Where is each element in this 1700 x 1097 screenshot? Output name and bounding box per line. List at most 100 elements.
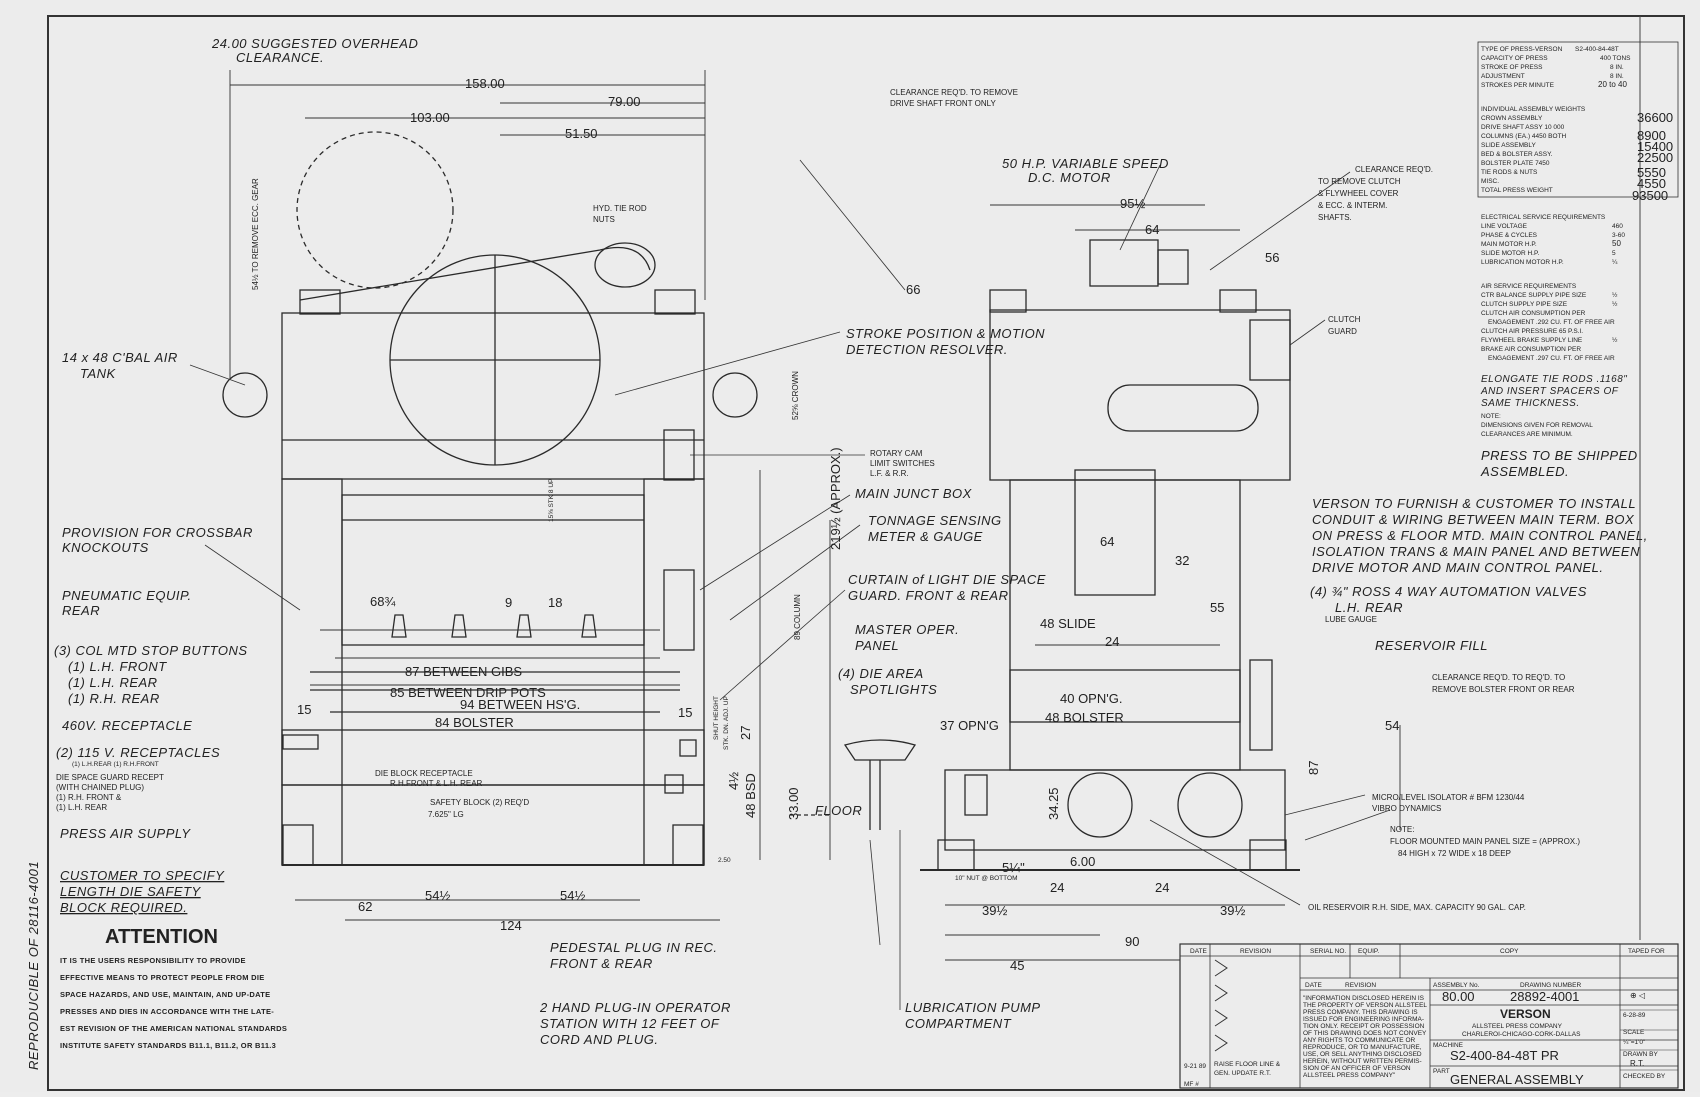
rotary-cam-label-3: L.F. & R.R. <box>870 469 909 478</box>
pedestal-label-2: FRONT & REAR <box>550 956 653 971</box>
dim-56: 56 <box>1265 250 1279 265</box>
dim-shut-height-2: STK. DN. ADJ. UP <box>723 696 730 750</box>
tb-revision-label: REVISION <box>1240 948 1271 955</box>
crossbar-label: PROVISION FOR CROSSBAR <box>62 525 253 540</box>
hyd-tie-rod-label-2: NUTS <box>593 215 615 224</box>
spec-note-2: DIMENSIONS GIVEN FOR REMOVAL <box>1481 422 1593 429</box>
pneumatic-label-2: REAR <box>62 603 100 618</box>
two-hand-label: 2 HAND PLUG-IN OPERATOR <box>539 1000 731 1015</box>
dim-45: 45 <box>1010 958 1024 973</box>
air-title: AIR SERVICE REQUIREMENTS <box>1481 283 1577 290</box>
main-junction-box <box>663 569 695 651</box>
spec-row-label-4: STROKES PER MINUTE <box>1481 82 1555 89</box>
verson-note-line-1: VERSON TO FURNISH & CUSTOMER TO INSTALL <box>1312 496 1636 511</box>
dim-2-50: 2.50 <box>718 857 731 864</box>
dim-bolster: 84 BOLSTER <box>435 715 514 730</box>
spec-note-3: CLEARANCES ARE MINIMUM. <box>1481 431 1573 438</box>
dim-stroke: 15⅝ STK 8 UP <box>548 479 555 522</box>
spec-row-label-3: ADJUSTMENT <box>1481 73 1525 80</box>
dim-158: 158.00 <box>465 76 505 91</box>
note-floor-label-2: FLOOR MOUNTED MAIN PANEL SIZE = (APPROX.… <box>1390 837 1580 846</box>
tb-rev-text: RAISE FLOOR LINE & <box>1214 1061 1281 1068</box>
weight-value-9: 93500 <box>1632 188 1668 203</box>
tb-company: VERSON <box>1500 1007 1551 1021</box>
air-value-1: ½ <box>1612 291 1618 299</box>
motor-label: 50 H.P. VARIABLE SPEED <box>1002 156 1169 171</box>
ross-valves-label: (4) ¾" ROSS 4 WAY AUTOMATION VALVES <box>1310 584 1587 599</box>
customer-specify-label-2: LENGTH DIE SAFETY <box>60 884 202 899</box>
oil-reservoir-port <box>1067 772 1133 838</box>
tb-mf: MF # <box>1184 1081 1199 1088</box>
dim-27: 27 <box>738 726 753 740</box>
elec-value-1: 460 <box>1612 223 1623 230</box>
spec-type-value: S2-400-84-48T <box>1575 46 1619 53</box>
note-floor-label-3: 84 HIGH x 72 WIDE x 18 DEEP <box>1398 849 1511 858</box>
tb-machine-label: MACHINE <box>1433 1042 1464 1049</box>
tb-machine: S2-400-84-48T PR <box>1450 1048 1559 1063</box>
elec-label-2: PHASE & CYCLES <box>1481 232 1538 239</box>
dim-33: 33.00 <box>786 787 801 820</box>
weight-label-6: BOLSTER PLATE 7450 <box>1481 160 1550 167</box>
stroke-resolver-label-2: DETECTION RESOLVER. <box>846 342 1008 357</box>
weights-title: INDIVIDUAL ASSEMBLY WEIGHTS <box>1481 106 1586 113</box>
attention-line-4: PRESSES AND DIES IN ACCORDANCE WITH THE … <box>60 1007 274 1016</box>
oil-reservoir-label: OIL RESERVOIR R.H. SIDE, MAX. CAPACITY 9… <box>1308 903 1526 912</box>
die-block-label-2: R.H.FRONT & L.H. REAR <box>390 779 483 788</box>
clearance-clutch-label-5: SHAFTS. <box>1318 213 1352 222</box>
dim-37-opening: 37 OPN'G <box>940 718 999 733</box>
pedestal-label: PEDESTAL PLUG IN REC. <box>550 940 718 955</box>
die-guard-recept-label: DIE SPACE GUARD RECEPT <box>56 773 164 782</box>
clearance-clutch-label-4: & ECC. & INTERM. <box>1318 201 1387 210</box>
reproducible-note: REPRODUCIBLE OF 28116-4001 <box>26 861 41 1070</box>
dim-4: 4½ <box>726 772 741 790</box>
elec-value-3: 50 <box>1612 239 1621 248</box>
dim-95: 95½ <box>1120 196 1145 211</box>
tb-assembly-label: ASSEMBLY No. <box>1433 982 1480 989</box>
weight-value-4: 15400 <box>1637 139 1673 154</box>
tb-disclaimer-2: THE PROPERTY OF VERSON ALLSTEEL <box>1303 1002 1427 1009</box>
elongate-note-3: SAME THICKNESS. <box>1481 398 1580 409</box>
clearance-drive-shaft-label-2: DRIVE SHAFT FRONT ONLY <box>890 99 996 108</box>
tb-company-3: CHARLEROI-CHICAGO-CORK-DALLAS <box>1462 1031 1581 1038</box>
safety-block-length: 7.625" LG <box>428 810 464 819</box>
dim-87: 87 <box>1306 761 1321 775</box>
two-hand-label-2: STATION WITH 12 FEET OF <box>540 1016 720 1031</box>
air-label-5: CLUTCH AIR PRESSURE 65 P.S.I. <box>1481 328 1583 335</box>
spec-note: NOTE: <box>1481 413 1501 420</box>
clutch-guard <box>1249 319 1291 381</box>
weight-label-3: COLUMNS (EA.) 4450 BOTH <box>1481 133 1567 140</box>
attention-line-2: EFFECTIVE MEANS TO PROTECT PEOPLE FROM D… <box>60 973 265 982</box>
dim-18: 18 <box>548 595 562 610</box>
clearance-bolster-label: CLEARANCE REQ'D. TO REQ'D. TO <box>1432 673 1565 682</box>
air-label-6: FLYWHEEL BRAKE SUPPLY LINE <box>1481 337 1583 344</box>
stop-buttons-label-2: (1) L.H. FRONT <box>68 659 167 674</box>
title-block: DATE REVISION SERIAL NO. EQUIP. COPY TAP… <box>1179 943 1679 1089</box>
floor-label: FLOOR <box>815 803 862 818</box>
shipped-note: PRESS TO BE SHIPPED <box>1481 448 1638 463</box>
dim-48-bsd: 48 BSD <box>743 773 758 818</box>
elongate-note-2: AND INSERT SPACERS OF <box>1480 386 1619 397</box>
tb-disclaimer-8: REPRODUCE, OR TO MANUFACTURE, <box>1303 1044 1422 1051</box>
dim-54-right: 54½ <box>560 888 585 903</box>
tb-disclaimer-5: TION ONLY. RECEIPT OR POSSESSION <box>1303 1023 1425 1030</box>
tb-disclaimer-9: USE, OR SELL ANYTHING DISCLOSED <box>1303 1051 1422 1058</box>
die-guard-recept-label-4: (1) L.H. REAR <box>56 803 107 812</box>
elec-value-5: ¼ <box>1612 259 1618 266</box>
rotary-cam-label: ROTARY CAM <box>870 449 923 458</box>
nut-bottom-label: 10" NUT @ BOTTOM <box>955 875 1017 882</box>
dim-79: 79.00 <box>608 94 641 109</box>
spec-row-label-1: CAPACITY OF PRESS <box>1481 55 1548 62</box>
tb-disclaimer-1: "INFORMATION DISCLOSED HEREIN IS <box>1303 995 1425 1002</box>
spec-row-value-1: 400 TONS <box>1600 55 1631 62</box>
dim-6: 6.00 <box>1070 854 1095 869</box>
dim-5: 5¼" <box>1002 860 1025 875</box>
overhead-note: 24.00 SUGGESTED OVERHEAD <box>211 36 418 51</box>
air-label-7: BRAKE AIR CONSUMPTION PER <box>1481 346 1581 353</box>
dim-32: 32 <box>1175 553 1189 568</box>
air-value-2: ½ <box>1612 300 1618 308</box>
clearance-clutch-label-2: TO REMOVE CLUTCH <box>1318 177 1401 186</box>
spec-type-label: TYPE OF PRESS-VERSON <box>1481 46 1563 53</box>
dim-48-bolster: 48 BOLSTER <box>1045 710 1124 725</box>
customer-specify-label-3: BLOCK REQUIRED. <box>60 900 187 915</box>
